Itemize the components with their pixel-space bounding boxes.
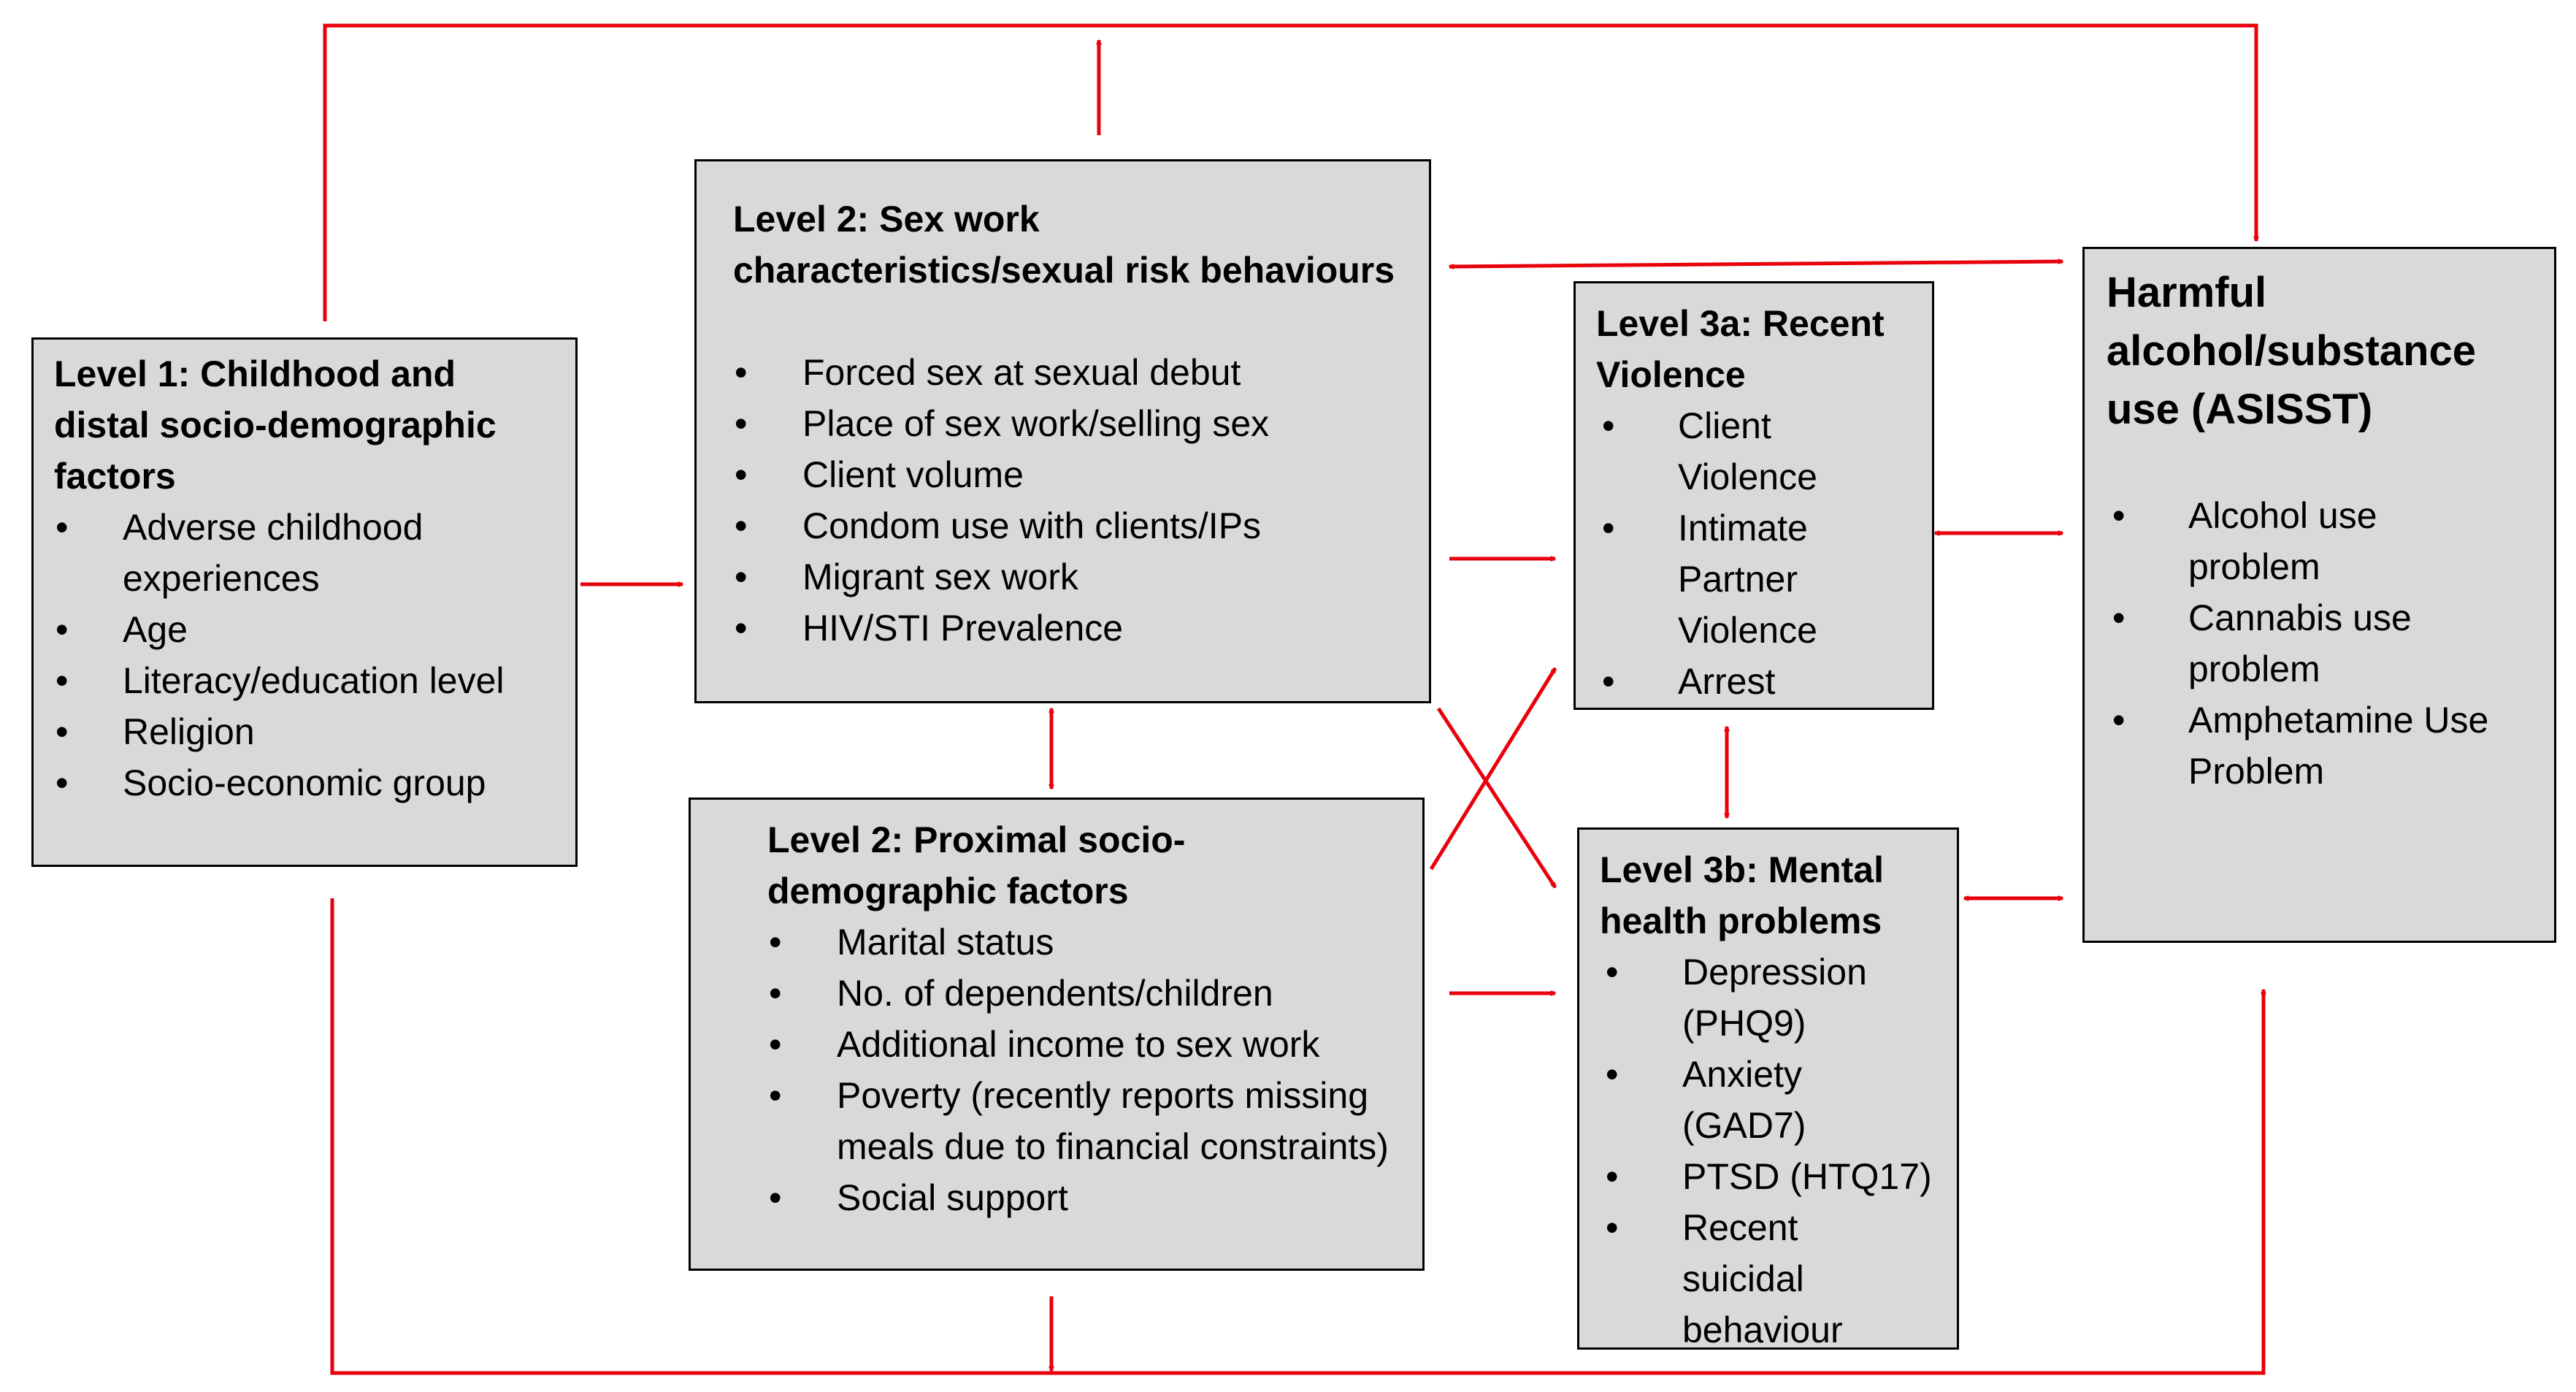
level1-item-socio-economic: Socio-economic group — [54, 757, 561, 808]
level3a-box: Level 3a: Recent Violence Client Violenc… — [1573, 281, 1934, 710]
proximal-item-poverty: Poverty (recently reports missing meals … — [767, 1070, 1414, 1172]
proximal-item-marital: Marital status — [767, 917, 1408, 968]
level3b-item-anxiety: Anxiety (GAD7) — [1600, 1049, 1850, 1151]
level1-item-literacy: Literacy/education level — [54, 655, 561, 706]
proximal-item-social-support: Social support — [767, 1172, 1408, 1223]
level3a-item-arrest: Arrest — [1596, 656, 1925, 707]
level2-sex-work-list: Forced sex at sexual debut Place of sex … — [733, 347, 1414, 654]
level2-proximal-title: Level 2: Proximal socio-demographic fact… — [767, 819, 1186, 911]
level1-item-age: Age — [54, 604, 561, 655]
level2-proximal-box: Level 2: Proximal socio-demographic fact… — [689, 798, 1425, 1271]
level3a-title: Level 3a: Recent Violence — [1596, 303, 1885, 395]
proximal-item-dependents: No. of dependents/children — [767, 968, 1408, 1019]
outcome-item-amphetamine: Amphetamine Use Problem — [2107, 695, 2510, 797]
level3a-item-client-violence: Client Violence — [1596, 400, 1846, 502]
level3a-list: Client Violence Intimate Partner Violenc… — [1596, 400, 1925, 707]
level2-item-migrant: Migrant sex work — [733, 551, 1414, 603]
level2-sex-work-title: Level 2: Sex work characteristics/sexual… — [733, 199, 1395, 291]
level3b-list: Depression (PHQ9) Anxiety (GAD7) PTSD (H… — [1600, 947, 1950, 1355]
arrow-proximal-to-level3a — [1429, 668, 1557, 871]
arrow-level2-to-level3b — [1436, 707, 1557, 887]
level2-item-hiv-sti: HIV/STI Prevalence — [733, 603, 1414, 654]
level3b-item-depression: Depression (PHQ9) — [1600, 947, 1887, 1049]
level1-title: Level 1: Childhood and distal socio-demo… — [54, 353, 497, 497]
arrow-level1-top-to-outcome — [323, 23, 2256, 321]
level2-item-condom-use: Condom use with clients/IPs — [733, 500, 1414, 551]
level3b-box: Level 3b: Mental health problems Depress… — [1577, 827, 1959, 1350]
outcome-item-cannabis: Cannabis use problem — [2107, 592, 2437, 695]
level1-item-religion: Religion — [54, 706, 561, 757]
proximal-item-additional-income: Additional income to sex work — [767, 1019, 1408, 1070]
level2-item-client-volume: Client volume — [733, 449, 1414, 500]
level2-proximal-list: Marital status No. of dependents/childre… — [767, 917, 1408, 1223]
level1-item-adverse-childhood: Adverse childhood experiences — [54, 502, 488, 604]
level3b-title: Level 3b: Mental health problems — [1600, 849, 1884, 941]
outcome-box: Harmful alcohol/substance use (ASISST) A… — [2082, 247, 2556, 943]
level2-sex-work-box: Level 2: Sex work characteristics/sexual… — [694, 159, 1431, 703]
outcome-item-alcohol: Alcohol use problem — [2107, 490, 2422, 592]
level1-list: Adverse childhood experiences Age Litera… — [54, 502, 561, 808]
outcome-title: Harmful alcohol/substance use (ASISST) — [2107, 269, 2477, 433]
arrow-level1-bottom-to-outcome — [330, 898, 2263, 1375]
level3a-item-ipv: Intimate Partner Violence — [1596, 502, 1846, 656]
level2-item-place: Place of sex work/selling sex — [733, 398, 1414, 449]
outcome-list: Alcohol use problem Cannabis use problem… — [2107, 490, 2547, 797]
level3b-item-suicidal: Recent suicidal behaviour — [1600, 1202, 1843, 1355]
arrow-level2-outcome — [1449, 261, 2063, 267]
level3b-item-ptsd: PTSD (HTQ17) — [1600, 1151, 1950, 1202]
level2-item-forced-sex: Forced sex at sexual debut — [733, 347, 1414, 398]
level1-box: Level 1: Childhood and distal socio-demo… — [31, 337, 578, 867]
